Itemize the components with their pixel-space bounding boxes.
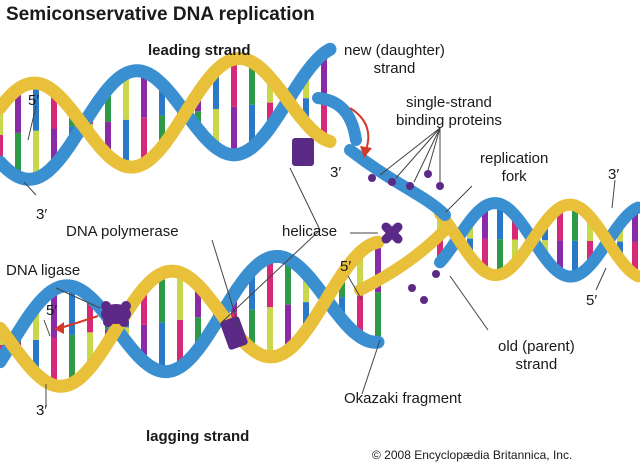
dna-ligase-shape: [101, 301, 131, 327]
ssb-dot: [408, 284, 416, 292]
label-okazaki-fragment: Okazaki fragment: [344, 390, 462, 407]
label-helicase: helicase: [282, 223, 338, 240]
ssb-dot: [368, 174, 376, 182]
label-single-strand-binding-proteins: single-strand binding proteins: [396, 94, 502, 129]
ssb-dot: [388, 178, 396, 186]
label-5-prime-fork: 5′: [340, 258, 352, 275]
label-old-parent-strand: old (parent) strand: [498, 338, 575, 373]
label-new-daughter-strand: new (daughter) strand: [344, 42, 445, 77]
parent-strand-bottom: [0, 250, 385, 379]
ssb-dot: [406, 182, 414, 190]
direction-arrowhead-ligase: [54, 322, 64, 334]
label-leader-lines: [23, 105, 616, 406]
label-3-prime-new-strand: 3′: [330, 164, 342, 181]
label-3-prime-top-left: 3′: [36, 206, 48, 223]
label-replication-fork: replication fork: [480, 150, 549, 185]
ssb-dot: [420, 296, 428, 304]
daughter-strand-top: [0, 51, 337, 174]
direction-arrow-top: [349, 107, 370, 151]
label-leading-strand: leading strand: [148, 42, 251, 59]
copyright-credit: © 2008 Encyclopædia Britannica, Inc.: [372, 448, 573, 462]
ssb-dot: [432, 270, 440, 278]
label-dna-polymerase: DNA polymerase: [66, 223, 179, 240]
label-lagging-strand: lagging strand: [146, 428, 250, 445]
diagram-title: Semiconservative DNA replication: [6, 4, 315, 25]
new-strand-tip: [312, 92, 362, 146]
label-5-prime-right: 5′: [586, 292, 598, 309]
ssb-dot: [436, 182, 444, 190]
label-5-prime-top-left: 5′: [28, 92, 40, 109]
single-strand-binding-proteins: [368, 170, 444, 304]
label-5-prime-bottom-left: 5′: [46, 302, 58, 319]
dna-polymerase-top: [292, 138, 314, 166]
parent-strand-top: [0, 42, 337, 186]
label-3-prime-right: 3′: [608, 166, 620, 183]
ssb-dot: [424, 170, 432, 178]
label-dna-ligase: DNA ligase: [6, 262, 81, 279]
dna-polymerase-bottom: [220, 316, 248, 350]
daughter-strand-bottom: [0, 235, 385, 393]
base-pairs-top-helix: [0, 53, 327, 179]
label-3-prime-bottom-left: 3′: [36, 402, 48, 419]
fork-strand-lower: [354, 224, 451, 296]
helicase-shape: [381, 222, 403, 244]
parent-strand-right-b: [434, 198, 640, 283]
direction-arrowhead-top: [360, 146, 372, 158]
